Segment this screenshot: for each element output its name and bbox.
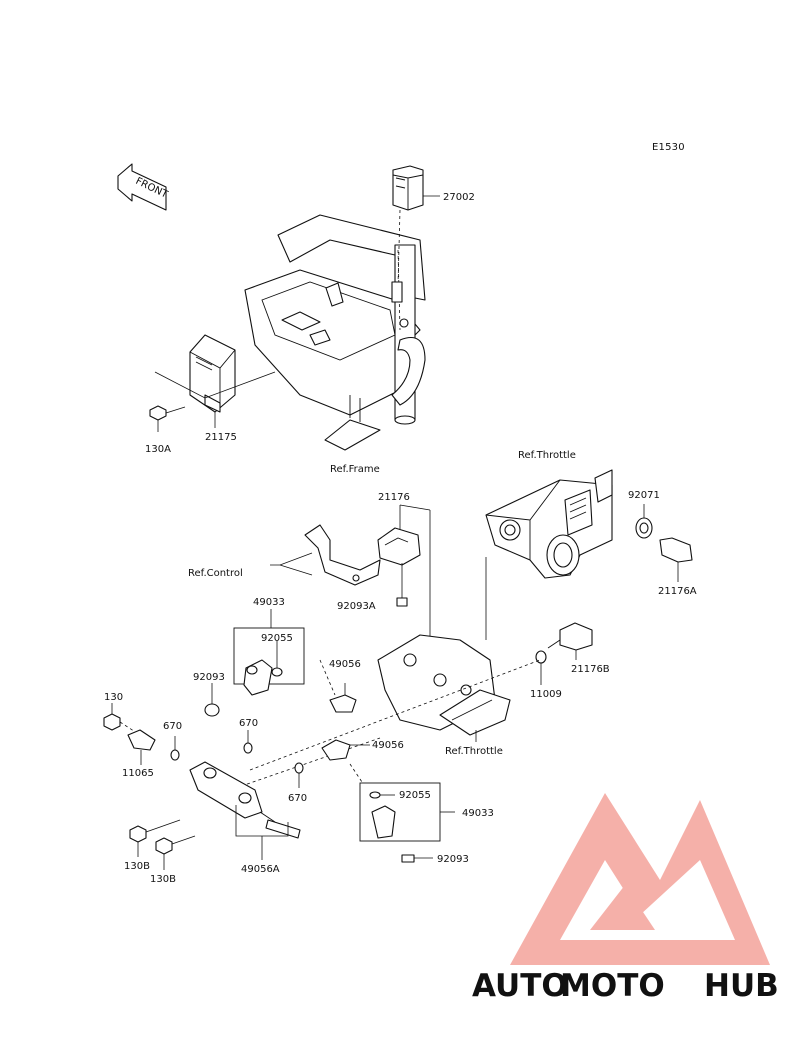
label-21175: 21175	[205, 432, 237, 443]
part-27002-relay	[391, 165, 440, 303]
watermark-auto: AUTO	[472, 968, 568, 1004]
watermark-logo	[510, 793, 770, 965]
label-130B-a: 130B	[124, 861, 150, 872]
part-92071-oring	[635, 504, 653, 539]
label-130B-b: 130B	[150, 874, 176, 885]
part-21176A-sensor	[659, 537, 693, 582]
throttle-manifold	[377, 634, 511, 742]
label-27002: 27002	[443, 192, 475, 203]
label-92093-low: 92093	[437, 854, 469, 865]
label-11009: 11009	[530, 689, 562, 700]
diagram-code: E1530	[652, 142, 685, 153]
label-130A: 130A	[145, 444, 171, 455]
part-21175-ecu	[154, 334, 276, 428]
part-92093-top	[204, 683, 220, 717]
part-92093A-clip	[396, 563, 408, 607]
group-49033-top	[233, 609, 305, 696]
front-arrow-icon: FRONT	[117, 163, 170, 211]
part-670-left	[170, 736, 180, 761]
label-92055-top: 92055	[261, 633, 293, 644]
part-670-mid	[243, 730, 253, 754]
control-bracket	[270, 524, 421, 586]
label-49056-mid: 49056	[372, 740, 404, 751]
label-92055-low: 92055	[399, 790, 431, 801]
label-670-mid: 670	[239, 718, 258, 729]
frame-assembly	[244, 214, 426, 451]
watermark-hub: HUB	[704, 968, 779, 1004]
ref-control: Ref.Control	[188, 568, 243, 579]
label-11065: 11065	[122, 768, 154, 779]
label-21176A: 21176A	[658, 586, 697, 597]
label-670-low: 670	[288, 793, 307, 804]
label-49033-top: 49033	[253, 597, 285, 608]
label-92093-top: 92093	[193, 672, 225, 683]
part-11009-washer	[535, 650, 547, 685]
part-21176-sensor	[399, 504, 431, 640]
label-92093A: 92093A	[337, 601, 376, 612]
part-130B-bolt-b	[155, 835, 196, 870]
part-130A-bolt	[149, 405, 186, 432]
label-670-left: 670	[163, 721, 182, 732]
label-49033-low: 49033	[462, 808, 494, 819]
part-21176B-sensor	[547, 622, 593, 660]
part-670-low	[294, 762, 304, 788]
part-11065-grommet	[127, 729, 156, 765]
part-130B-bolt-a	[129, 819, 181, 857]
part-49056-top	[319, 659, 357, 713]
watermark-logo-core	[590, 885, 655, 930]
label-21176: 21176	[378, 492, 410, 503]
part-92093-low	[401, 854, 433, 863]
ref-frame: Ref.Frame	[330, 464, 380, 475]
throttle-body-assembly: Ref.Throttle	[485, 450, 613, 640]
ref-throttle-bottom: Ref.Throttle	[445, 746, 503, 757]
ref-throttle-top: Ref.Throttle	[518, 450, 576, 461]
part-49056A-rail	[235, 805, 289, 860]
group-49033-low	[349, 763, 455, 842]
label-21176B: 21176B	[571, 664, 610, 675]
part-130-bolt	[103, 703, 141, 736]
label-130: 130	[104, 692, 123, 703]
label-49056A: 49056A	[241, 864, 280, 875]
label-92071: 92071	[628, 490, 660, 501]
label-49056-top: 49056	[329, 659, 361, 670]
watermark-moto: MOTO	[560, 968, 665, 1004]
part-49056-mid	[321, 739, 370, 761]
fuel-rail	[189, 659, 541, 839]
watermark-text: AUTO MOTO HUB	[472, 968, 779, 1004]
